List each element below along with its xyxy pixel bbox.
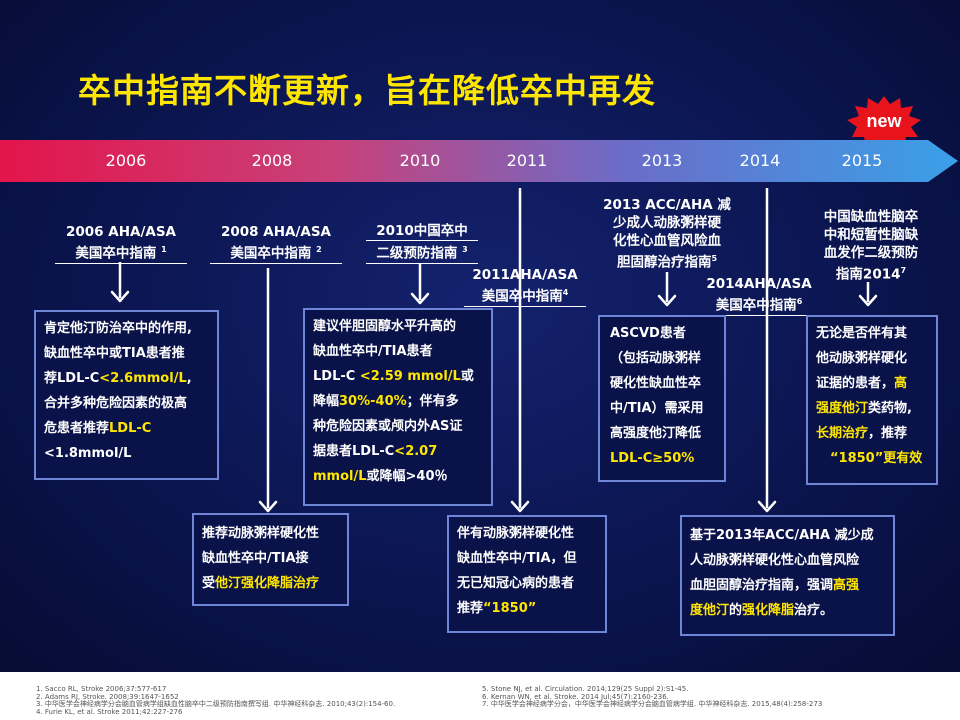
connector-arrows — [0, 0, 960, 672]
arrow-down-icon — [657, 294, 677, 307]
year-2006: 2006 — [105, 151, 147, 170]
arrow-down-icon — [858, 294, 878, 307]
box-2013: ASCVD患者 （包括动脉粥样 硬化性缺血性卒 中/TIA）需采用 高强度他汀降… — [598, 315, 726, 482]
box-2010: 建议伴胆固醇水平升高的 缺血性卒中/TIA患者 LDL-C <2.59 mmol… — [303, 308, 493, 506]
guideline-2013-label: 2013 ACC/AHA 减 少成人动脉粥样硬 化性心血管风险血 胆固醇治疗指南… — [603, 197, 731, 271]
year-2010: 2010 — [399, 151, 441, 170]
box-2014: 基于2013年ACC/AHA 减少成 人动脉粥样硬化性心血管风险 血胆固醇治疗指… — [680, 515, 895, 636]
references-footer: 1. Sacco RL, Stroke 2006;37:577-617 2. A… — [0, 672, 960, 720]
slide-background: 卒中指南不断更新，旨在降低卒中再发 new 2006 2008 2010 201… — [0, 0, 960, 672]
arrow-down-icon — [258, 500, 278, 513]
box-2006: 肯定他汀防治卒中的作用, 缺血性卒中或TIA患者推 荐LDL-C<2.6mmol… — [34, 310, 219, 480]
guideline-2008-label: 2008 AHA/ASA 美国卒中指南 2 — [210, 223, 342, 264]
arrow-down-icon — [510, 500, 530, 513]
arrow-down-icon — [410, 292, 430, 305]
arrow-down-icon — [757, 500, 777, 513]
box-2015: 无论是否伴有其 他动脉粥样硬化 证据的患者，高 强度他汀类药物, 长期治疗，推荐… — [806, 315, 938, 485]
new-badge: new — [847, 96, 921, 146]
box-2008: 推荐动脉粥样硬化性 缺血性卒中/TIA接 受他汀强化降脂治疗 — [192, 513, 349, 606]
timeline-arrow — [0, 140, 958, 182]
year-2013: 2013 — [641, 151, 683, 170]
year-2015: 2015 — [841, 151, 883, 170]
reference-list-left: 1. Sacco RL, Stroke 2006;37:577-617 2. A… — [36, 685, 396, 716]
guideline-2014-label: 2014AHA/ASA 美国卒中指南6 — [700, 275, 818, 316]
arrow-down-icon — [110, 290, 130, 303]
year-2008: 2008 — [251, 151, 293, 170]
year-2014: 2014 — [739, 151, 781, 170]
starburst-icon — [847, 96, 921, 146]
year-2011: 2011 — [506, 151, 548, 170]
badge-text: new — [866, 111, 902, 131]
guideline-2015-label: 中国缺血性脑卒 中和短暂性脑缺 血发作二级预防 指南20147 — [823, 209, 919, 283]
slide-title: 卒中指南不断更新，旨在降低卒中再发 — [78, 71, 656, 110]
guideline-2006-label: 2006 AHA/ASA 美国卒中指南 1 — [55, 223, 187, 264]
guideline-2010-label: 2010中国卒中 二级预防指南 3 — [366, 222, 478, 264]
box-2011: 伴有动脉粥样硬化性 缺血性卒中/TIA，但 无已知冠心病的患者 推荐“1850” — [447, 515, 607, 633]
guideline-2011-label: 2011AHA/ASA 美国卒中指南4 — [464, 266, 586, 307]
reference-list-right: 5. Stone NJ, et al. Circulation. 2014;12… — [482, 685, 823, 708]
